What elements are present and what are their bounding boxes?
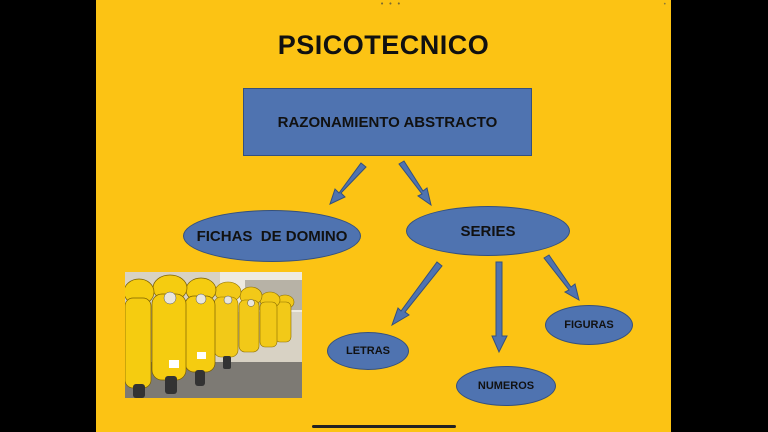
node-razonamiento-abstracto: RAZONAMIENTO ABSTRACTO xyxy=(243,88,532,156)
scooters-photo xyxy=(125,272,302,398)
arrow-series-to-numeros xyxy=(491,261,508,354)
slide-title: PSICOTECNICO xyxy=(277,30,490,60)
arrow-root-to-series xyxy=(398,160,432,207)
node-label: NUMEROS xyxy=(477,380,535,392)
node-label: FICHAS DE DOMINO xyxy=(196,227,348,245)
arrow-series-to-letras xyxy=(391,261,443,327)
scooters-image xyxy=(125,272,302,398)
node-label: SERIES xyxy=(460,222,516,240)
node-figuras: FIGURAS xyxy=(545,305,633,345)
node-numeros: NUMEROS xyxy=(456,366,556,406)
arrow-root-to-fichas xyxy=(329,162,367,205)
node-label: RAZONAMIENTO ABSTRACTO xyxy=(277,113,498,131)
right-indicator: • xyxy=(663,1,667,8)
bottom-progress-bar xyxy=(312,425,456,428)
node-letras: LETRAS xyxy=(327,332,409,370)
node-series: SERIES xyxy=(406,206,570,256)
top-indicator: • • • xyxy=(380,0,402,8)
arrow-series-to-figuras xyxy=(543,254,580,302)
node-label: FIGURAS xyxy=(564,319,614,331)
node-fichas-de-domino: FICHAS DE DOMINO xyxy=(183,210,361,262)
node-label: LETRAS xyxy=(346,345,390,357)
